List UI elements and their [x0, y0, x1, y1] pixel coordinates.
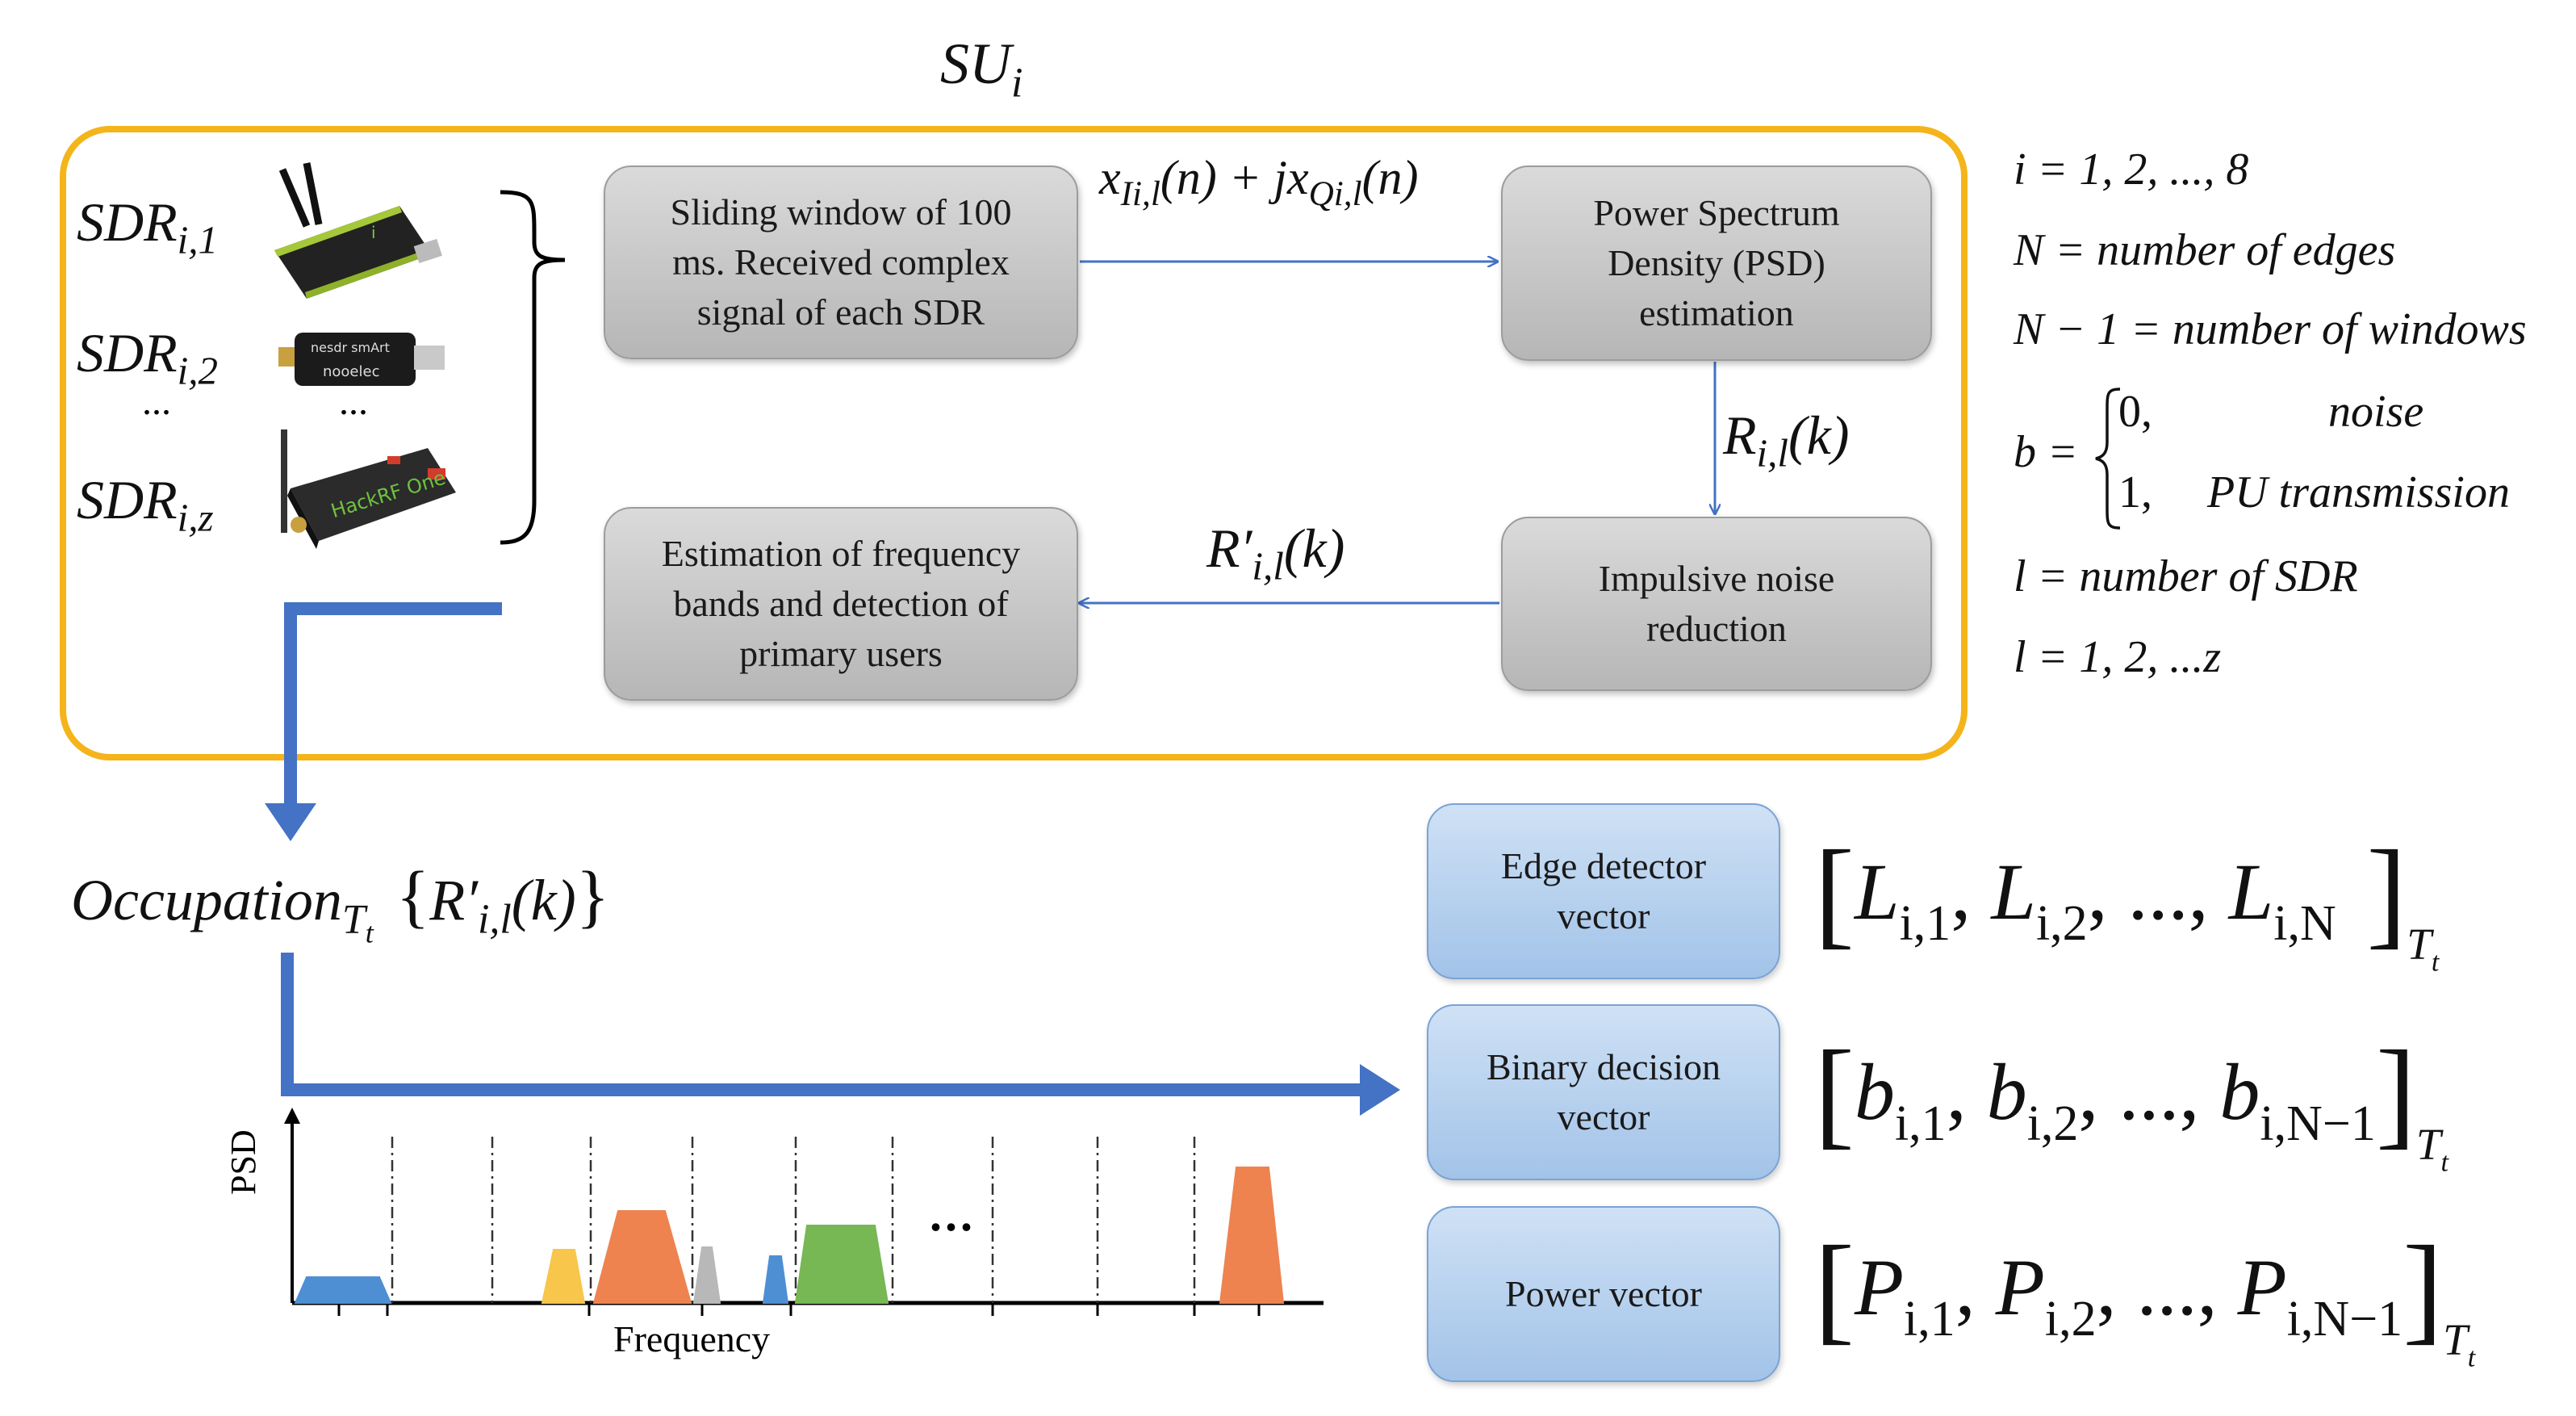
- svg-text:i: i: [371, 223, 376, 242]
- psd-bands: [294, 1167, 1285, 1304]
- block-impulsive-noise: Impulsive noise reduction: [1501, 517, 1932, 691]
- svg-text:nooelec: nooelec: [323, 363, 379, 380]
- sdr-device-1-icon: i: [274, 162, 442, 299]
- svg-text:nesdr smArt: nesdr smArt: [311, 340, 390, 355]
- box-binary-decision-vector: Binary decision vector: [1427, 1004, 1780, 1180]
- band-gray: [692, 1246, 721, 1304]
- legend-b-noise: noise: [2328, 387, 2424, 437]
- legend-b-pu: PU transmission: [2207, 467, 2510, 517]
- sdr-ellipsis-label: ...: [142, 380, 171, 423]
- band-blue-2: [762, 1255, 789, 1304]
- thick-arrow-to-vectors-head: [1360, 1064, 1400, 1116]
- occupation-expression: OccupationTt {R′i,l(k)}: [71, 857, 610, 949]
- band-yellow: [541, 1249, 586, 1304]
- box-edge-detector-vector: Edge detector vector: [1427, 803, 1780, 979]
- band-orange-1: [592, 1210, 692, 1304]
- band-orange-2: [1219, 1167, 1285, 1304]
- vector-binary-expression: [bi,1, bi,2, ..., bi,N−1]Tt: [1814, 1026, 2448, 1177]
- block-sliding-window: Sliding window of 100 ms. Received compl…: [604, 165, 1078, 359]
- label-r: Ri,l(k): [1723, 404, 1850, 475]
- thick-arrow-to-vectors: [281, 953, 1362, 1096]
- box-power-vector: Power vector: [1427, 1206, 1780, 1382]
- sdr-ellipsis-device: ...: [339, 380, 368, 423]
- chart-ellipsis: ...: [930, 1188, 976, 1241]
- legend-n-edges: N = number of edges: [2014, 225, 2396, 275]
- legend-i-range: i = 1, 2, ..., 8: [2014, 145, 2249, 195]
- thick-arrow-to-occupation-head: [265, 803, 316, 841]
- legend-b-brace: [2095, 388, 2121, 530]
- psd-edges: [391, 1137, 1196, 1303]
- su-frame: [60, 126, 1968, 760]
- sdr-label-1: SDRi,1: [77, 191, 218, 262]
- sdr-device-z-icon: HackRF One: [281, 429, 456, 549]
- legend-n-windows: N − 1 = number of windows: [2014, 304, 2527, 354]
- legend-b-def: b =: [2014, 427, 2078, 477]
- psd-chart: [284, 1108, 1324, 1316]
- su-label: SUi: [940, 31, 1023, 107]
- psd-x-ticks: [337, 1303, 1261, 1316]
- band-blue-1: [294, 1276, 392, 1304]
- vector-edge-expression: [Li,1, Li,2, ..., Li,N ]Tt: [1814, 826, 2440, 977]
- legend-l-def: l = number of SDR: [2014, 551, 2358, 601]
- label-received-signal: xIi,l(n) + jxQi,l(n): [1099, 151, 1419, 213]
- thick-arrow-to-occupation: [284, 602, 502, 803]
- legend-l-range: l = 1, 2, ...z: [2014, 632, 2222, 682]
- legend-b-one: 1,: [2118, 467, 2152, 517]
- psd-y-axis-arrow: [284, 1108, 300, 1124]
- frequency-axis-label: Frequency: [613, 1318, 771, 1359]
- label-r-prime: R′i,l(k): [1206, 517, 1345, 589]
- legend-b-zero: 0,: [2118, 387, 2152, 437]
- sdr-label-2: SDRi,2: [77, 322, 218, 393]
- sdr-brace: [500, 190, 566, 545]
- vector-power-expression: [Pi,1, Pi,2, ..., Pi,N−1]Tt: [1814, 1221, 2476, 1372]
- band-green: [794, 1225, 889, 1304]
- psd-axis-label: PSD: [224, 1129, 263, 1195]
- block-psd-estimation: Power Spectrum Density (PSD) estimation: [1501, 165, 1932, 361]
- block-band-estimation: Estimation of frequency bands and detect…: [604, 507, 1078, 701]
- sdr-device-2-icon: nesdr smArt nooelec: [278, 333, 445, 386]
- sdr-label-z: SDRi,z: [77, 469, 214, 540]
